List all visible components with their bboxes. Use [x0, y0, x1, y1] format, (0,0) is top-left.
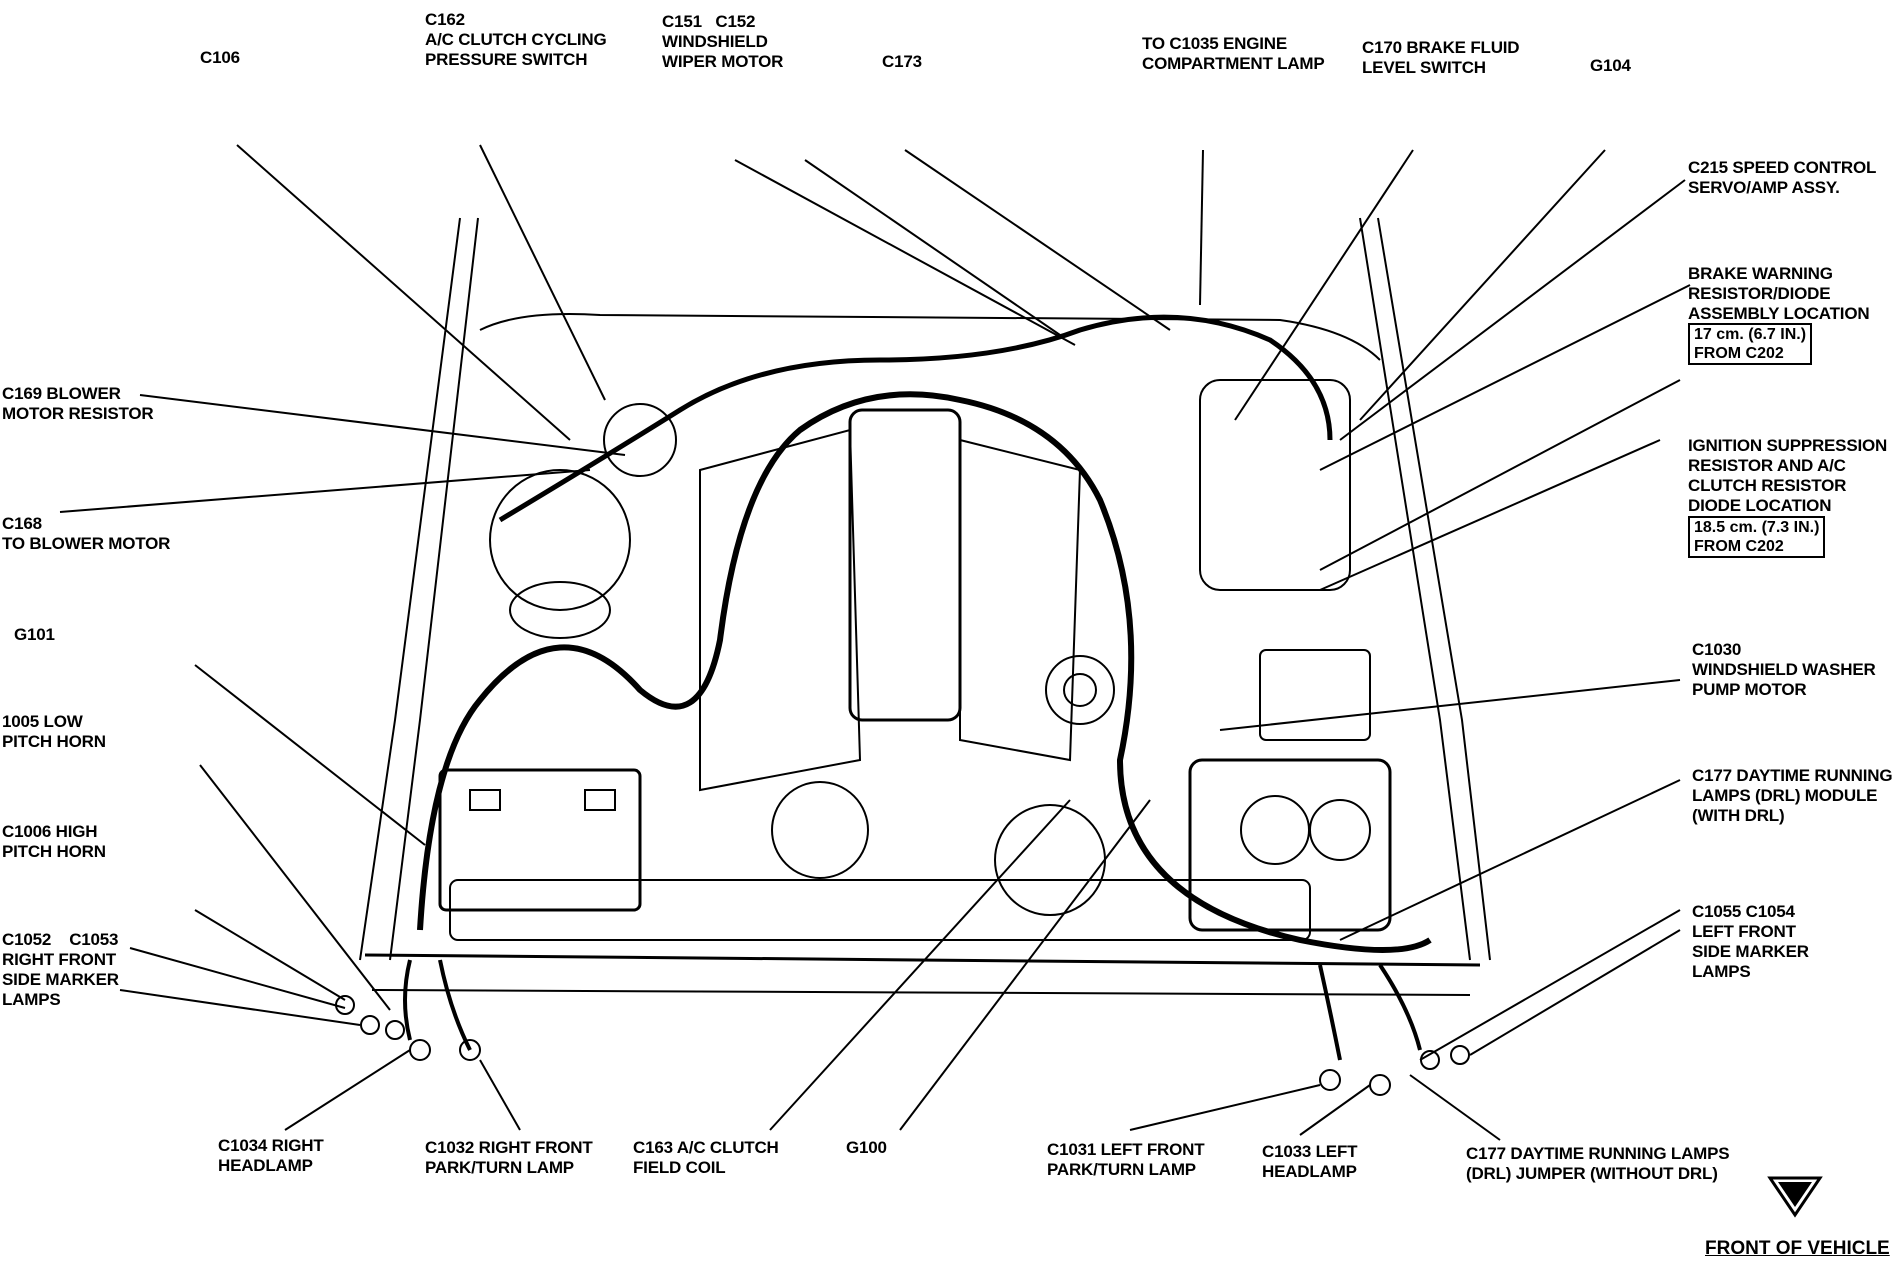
- label-brake-warning: BRAKE WARNING RESISTOR/DIODE ASSEMBLY LO…: [1688, 264, 1870, 323]
- label-c177-drl-module: C177 DAYTIME RUNNING LAMPS (DRL) MODULE …: [1692, 766, 1893, 825]
- harness-branch-left2: [1378, 963, 1422, 1051]
- front-bumper-line: [371, 989, 1471, 996]
- washer-reservoir: [1188, 758, 1392, 932]
- valve-cover-left: [959, 438, 1082, 762]
- label-c1034: C1034 RIGHT HEADLAMP: [218, 1136, 324, 1175]
- battery: [438, 768, 642, 912]
- label-c163: C163 A/C CLUTCH FIELD COIL: [633, 1138, 779, 1177]
- label-g100: G100: [846, 1138, 887, 1157]
- left-fender-inner: [1377, 217, 1491, 961]
- label-c177-drl-jumper: C177 DAYTIME RUNNING LAMPS (DRL) JUMPER …: [1466, 1144, 1730, 1183]
- blower-housing: [489, 469, 631, 611]
- label-c162: C162 A/C CLUTCH CYCLING PRESSURE SWITCH: [425, 10, 607, 69]
- radiator-support: [364, 953, 1481, 967]
- front-of-vehicle-label: FRONT OF VEHICLE: [1705, 1238, 1890, 1259]
- harness-branch-right: [403, 959, 412, 1041]
- label-c1030: C1030 WINDSHIELD WASHER PUMP MOTOR: [1692, 640, 1876, 699]
- label-c151-c152: C151 C152 WINDSHIELD WIPER MOTOR: [662, 12, 784, 71]
- label-ignition-suppression: IGNITION SUPPRESSION RESISTOR AND A/C CL…: [1688, 436, 1888, 515]
- cowl-outline: [479, 313, 1381, 361]
- leader-lines: [59, 144, 1691, 1141]
- upper-harness: [498, 314, 1333, 523]
- component-box: [1259, 649, 1371, 741]
- label-c1006: C1006 HIGH PITCH HORN: [2, 822, 106, 861]
- front-arrow-icon: [1767, 1176, 1823, 1218]
- right-fender-inner: [389, 217, 479, 961]
- label-c1052-c1053: C1052 C1053 RIGHT FRONT SIDE MARKER LAMP…: [2, 930, 119, 1009]
- label-c1032: C1032 RIGHT FRONT PARK/TURN LAMP: [425, 1138, 593, 1177]
- label-g104: G104: [1590, 56, 1631, 75]
- main-harness: [417, 391, 1432, 953]
- intake-manifold: [848, 408, 962, 722]
- label-g101: G101: [14, 625, 55, 644]
- fan-pulley: [771, 781, 869, 879]
- label-c1055-c1054: C1055 C1054 LEFT FRONT SIDE MARKER LAMPS: [1692, 902, 1809, 981]
- brake-booster: [1199, 379, 1351, 591]
- label-c168: C168 TO BLOWER MOTOR: [2, 514, 171, 553]
- label-c1031: C1031 LEFT FRONT PARK/TURN LAMP: [1047, 1140, 1205, 1179]
- label-c170: C170 BRAKE FLUID LEVEL SWITCH: [1362, 38, 1520, 77]
- left-fender-outline: [1359, 217, 1471, 961]
- harness-branch-left: [1318, 964, 1342, 1061]
- label-c169: C169 BLOWER MOTOR RESISTOR: [2, 384, 154, 423]
- label-brake-warning-distance: 17 cm. (6.7 IN.) FROM C202: [1688, 323, 1813, 365]
- right-fender-outline: [359, 217, 461, 961]
- label-c106: C106: [200, 48, 240, 67]
- air-duct: [509, 581, 611, 639]
- label-c1005: 1005 LOW PITCH HORN: [2, 712, 106, 751]
- label-c173: C173: [882, 52, 922, 71]
- harness-branch-right2: [438, 959, 472, 1051]
- label-c1033: C1033 LEFT HEADLAMP: [1262, 1142, 1358, 1181]
- label-c1035: TO C1035 ENGINE COMPARTMENT LAMP: [1142, 34, 1325, 73]
- label-ignition-distance: 18.5 cm. (7.3 IN.) FROM C202: [1688, 516, 1826, 558]
- distributor: [1045, 655, 1115, 725]
- valve-cover-right: [699, 428, 862, 792]
- label-c215: C215 SPEED CONTROL SERVO/AMP ASSY.: [1688, 158, 1877, 197]
